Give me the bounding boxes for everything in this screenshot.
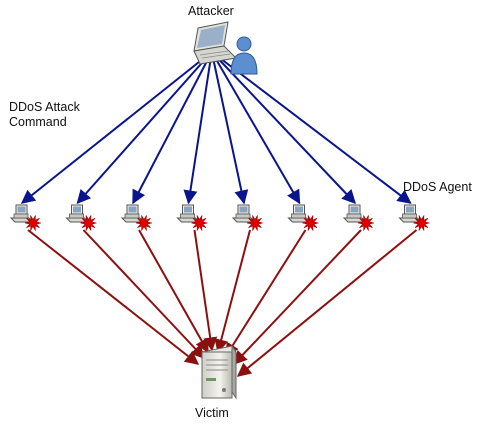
attack-arrow bbox=[193, 229, 218, 352]
ddos-attack-command-label-line2: Command bbox=[9, 115, 67, 129]
attacker-user-icon bbox=[230, 36, 258, 75]
attacker-label: Attacker bbox=[188, 4, 234, 18]
command-arrow bbox=[183, 59, 212, 205]
explosion-icon bbox=[191, 215, 208, 231]
command-arrow bbox=[20, 59, 203, 204]
agent-computer-icon bbox=[398, 204, 430, 231]
explosion-icon bbox=[135, 215, 153, 231]
command-arrow bbox=[212, 59, 249, 205]
agent-computer-icon bbox=[9, 204, 42, 231]
attack-arrow bbox=[236, 229, 418, 377]
explosion-icon bbox=[80, 215, 97, 231]
agent-computer-icon bbox=[287, 204, 319, 231]
ddos-attack-command-label: DDoS Attack Command bbox=[9, 100, 80, 130]
agent-computer-icon bbox=[120, 204, 153, 231]
command-arrow bbox=[76, 59, 206, 205]
attack-arrow bbox=[138, 229, 209, 354]
agent-computer-icon bbox=[342, 204, 375, 231]
command-arrow bbox=[221, 59, 412, 204]
command-arrows bbox=[20, 59, 412, 205]
agent-computer-icon bbox=[176, 204, 208, 231]
ddos-attack-command-label-line1: DDoS Attack bbox=[9, 100, 80, 114]
victim-server-icon bbox=[201, 344, 237, 400]
agent-computer-icon bbox=[65, 204, 97, 231]
explosion-icon bbox=[302, 215, 319, 231]
explosion-icon bbox=[24, 215, 42, 231]
ddos-agent-label: DDoS Agent bbox=[403, 180, 472, 194]
attack-arrow bbox=[233, 229, 362, 366]
command-arrow bbox=[132, 59, 209, 205]
attack-arrow bbox=[27, 229, 200, 365]
attack-arrows bbox=[27, 229, 418, 377]
attack-arrow bbox=[82, 229, 205, 360]
agent-computer-icon bbox=[231, 204, 264, 231]
attack-arrow bbox=[225, 229, 307, 358]
agents bbox=[9, 204, 430, 231]
explosion-icon bbox=[246, 215, 264, 231]
explosion-icon bbox=[413, 215, 430, 231]
explosion-icon bbox=[357, 215, 375, 231]
command-arrow bbox=[215, 59, 301, 205]
attacker-laptop-icon bbox=[193, 21, 238, 65]
command-arrow bbox=[218, 59, 356, 205]
victim-label: Victim bbox=[195, 406, 229, 420]
attack-arrow bbox=[214, 229, 251, 354]
